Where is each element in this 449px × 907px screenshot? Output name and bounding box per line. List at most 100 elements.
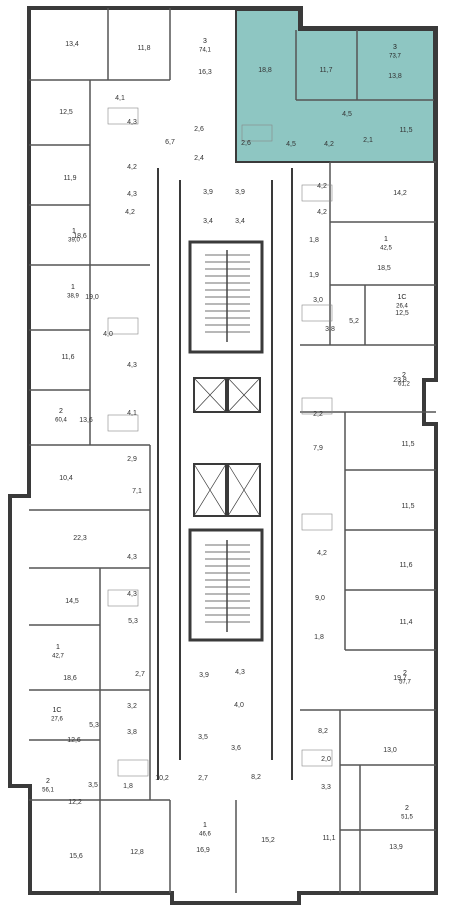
room-area-label: 11,4: [399, 619, 412, 626]
room-area-label: 5,3: [128, 618, 138, 625]
room-area-label: 11,7: [319, 67, 332, 74]
room-area-label: 3,5: [198, 734, 208, 741]
apartment-rooms: 1С: [53, 707, 62, 714]
room-area-label: 10,4: [59, 475, 73, 482]
room-area-label: 2,2: [313, 411, 323, 418]
room-area-label: 15,6: [69, 853, 83, 860]
apartment-area: 56,1: [42, 788, 54, 794]
room-area-label: 10,2: [155, 775, 169, 782]
room-area-label: 18,5: [377, 265, 391, 272]
apartment-badge[interactable]: 138,9: [67, 284, 79, 300]
room-area-label: 18,6: [73, 233, 87, 240]
room-area-label: 19,7: [393, 675, 407, 682]
apartment-badge[interactable]: 257,7: [399, 670, 411, 686]
room-area-label: 3,4: [203, 218, 213, 225]
room-area-label: 3,0: [313, 297, 323, 304]
apartment-area: 46,6: [199, 832, 211, 838]
apartment-badge[interactable]: 139,0: [68, 228, 80, 244]
room-area-label: 12,5: [395, 310, 409, 317]
room-area-label: 3,4: [235, 218, 245, 225]
room-area-label: 7,9: [313, 445, 323, 452]
room-area-label: 9,0: [315, 595, 325, 602]
apartment-badge[interactable]: 374,1: [199, 38, 211, 54]
room-area-label: 13,0: [383, 747, 397, 754]
apartment-rooms: 2: [402, 372, 406, 379]
room-area-label: 13,4: [65, 41, 79, 48]
apartment-rooms: 1: [72, 228, 76, 235]
room-area-label: 2,1: [363, 137, 373, 144]
room-area-label: 12,2: [68, 799, 82, 806]
room-area-label: 4,1: [127, 410, 137, 417]
bathroom-fixtures: [107, 107, 333, 777]
room-area-label: 4,3: [127, 362, 137, 369]
room-area-label: 12,6: [67, 737, 81, 744]
room-area-label: 11,5: [401, 503, 414, 510]
partitions-left: [29, 8, 237, 893]
apartment-badge[interactable]: 142,7: [52, 644, 64, 660]
apartment-area: 27,6: [51, 717, 63, 723]
room-area-label: 5,3: [89, 722, 99, 729]
room-labels: 13,4 1 1,8 16,3 18,8 11,7 1 3,8 12,5 4,1 4,3 4,2 6,7…: [59, 41, 414, 860]
apartment-badge[interactable]: 260,4: [55, 408, 67, 424]
room-area-label: 1,8: [309, 237, 319, 244]
room-area-label: 6,7: [165, 139, 175, 146]
room-area-label: 4,2: [317, 209, 327, 216]
apartment-area: 74,1: [199, 48, 211, 54]
apartment-area: 26,4: [396, 304, 408, 310]
room-area-label: 5,2: [349, 318, 359, 325]
room-area-label: 16,3: [198, 69, 212, 76]
room-area-label: 14,2: [393, 190, 407, 197]
room-area-label: 3,6: [231, 745, 241, 752]
apartment-badge[interactable]: 1С 26,4: [396, 294, 408, 310]
room-area-label: 22,3: [73, 535, 87, 542]
selected-apartment-area[interactable]: [235, 9, 435, 163]
apartment-rooms: 1С: [398, 294, 407, 301]
apartment-rooms: 2: [405, 805, 409, 812]
room-area-label: 4,0: [103, 331, 113, 338]
room-area-label: 18,6: [63, 675, 77, 682]
room-area-label: 4,3: [235, 669, 245, 676]
room-area-label: 7,1: [132, 488, 142, 495]
apartment-badge[interactable]: 1С 27,6: [51, 707, 63, 723]
apartment-area: 39,0: [68, 238, 80, 244]
apartment-badge[interactable]: 373,7: [389, 44, 401, 60]
room-area-label: 13,6: [79, 417, 93, 424]
apartment-area: 60,4: [55, 418, 67, 424]
room-area-label: 2,6: [241, 140, 251, 147]
room-area-label: 11,5: [399, 127, 412, 134]
corridor: [157, 168, 293, 780]
room-area-label: 8,2: [318, 728, 328, 735]
room-area-label: 4,5: [342, 111, 352, 118]
room-area-label: 8,2: [251, 774, 261, 781]
apartment-area: 51,5: [401, 815, 413, 821]
room-area-label: 23,8: [393, 377, 407, 384]
room-area-label: 4,3: [127, 119, 137, 126]
room-area-label: 16,9: [196, 847, 210, 854]
apartment-rooms: 2: [59, 408, 63, 415]
room-area-label: 2,4: [194, 155, 204, 162]
apartment-badge[interactable]: 256,1: [42, 778, 54, 794]
room-area-label: 3,8: [325, 326, 335, 333]
room-area-label: 1,8: [314, 634, 324, 641]
room-area-label: 1,8: [123, 783, 133, 790]
apartment-rooms: 1: [56, 644, 60, 651]
apartment-rooms: 3: [203, 38, 207, 45]
room-area-label: 4,2: [317, 550, 327, 557]
stairs-top: [205, 250, 250, 342]
apartment-badge[interactable]: 251,5: [401, 805, 413, 821]
room-area-label: 4,0: [234, 702, 244, 709]
room-area-label: 2,7: [198, 775, 208, 782]
room-area-label: 18,8: [258, 67, 272, 74]
room-area-label: 4,1: [115, 95, 125, 102]
stairs-bottom: [205, 540, 250, 632]
room-area-label: 4,5: [286, 141, 296, 148]
room-area-label: 4,2: [127, 164, 137, 171]
apartment-area: 61,2: [398, 382, 410, 388]
apartment-badge[interactable]: 142,5: [380, 236, 392, 252]
apartment-area: 38,9: [67, 294, 79, 300]
room-area-label: 3,9: [199, 672, 209, 679]
room-area-label: 12,8: [130, 849, 144, 856]
apartment-badge[interactable]: 261,2: [398, 372, 410, 388]
apartment-badge[interactable]: 146,6: [199, 822, 211, 838]
